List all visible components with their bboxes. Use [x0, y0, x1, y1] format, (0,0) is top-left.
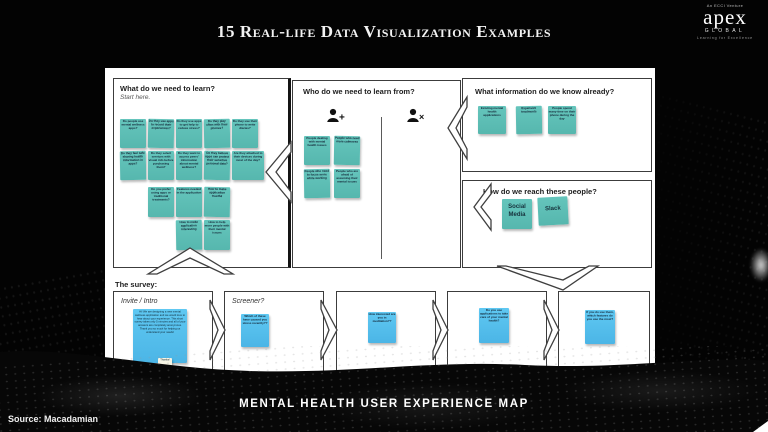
sticky-note: Are they attached to their devices durin…	[232, 151, 264, 180]
section-title: Who do we need to learn from?	[303, 87, 415, 96]
sticky-note: How interested are you in meditation??	[368, 312, 396, 343]
wave-sheen	[0, 346, 768, 432]
sticky-note: Do they use apps to record their experie…	[147, 118, 175, 149]
sticky-note: Do they use apps to get help to reduce s…	[176, 119, 202, 148]
sticky-note: Expensive treatments	[515, 105, 543, 135]
logo-tagline: Learning for Excellence	[697, 35, 753, 40]
survey-step-3: How interested are you in meditation??	[336, 291, 436, 373]
step-label: Screener?	[232, 298, 265, 305]
sticky-note: How to make application interesting	[175, 219, 203, 251]
sticky-note: Do they use their phone to write diaries…	[232, 119, 258, 148]
sticky-note: People dealing with mental health issues	[304, 136, 330, 165]
foreground-wave	[0, 346, 768, 432]
survey-step-screener: Screener? Which of these have caused you…	[224, 291, 324, 373]
logo-wordmark: apex	[703, 5, 747, 29]
person-remove-icon: ×	[407, 108, 424, 122]
section-what-learn: What do we need to learn? Start here. Do…	[113, 78, 291, 268]
experience-map: What do we need to learn? Start here. Do…	[105, 68, 655, 373]
sticky-note: Existing mental health applications	[478, 106, 506, 134]
section-reach-people: How do we reach these people? Social Med…	[462, 180, 652, 268]
sticky-note: Do they feel safe sharing health informa…	[119, 150, 147, 181]
person-add-icon: +	[327, 108, 345, 124]
sticky-note: Social Media	[502, 199, 532, 229]
sticky-note: Do you use applications to take care of …	[479, 308, 509, 343]
sticky-note: Which of these have caused you stress re…	[241, 314, 269, 347]
section-who-learn-from: Who do we need to learn from? + × People…	[292, 80, 461, 268]
svg-text:×: ×	[419, 112, 424, 122]
start-here-label: Start here.	[120, 94, 151, 101]
wave-shape	[0, 350, 768, 432]
sticky-note: People who need to focus more while work…	[303, 168, 331, 199]
logo-pre-text: An ECCI Venture	[706, 3, 744, 8]
svg-text:+: +	[339, 113, 345, 124]
sticky-note: Do you prefer using apps or traditional …	[148, 187, 174, 217]
sticky-note: How to make application trustful	[203, 186, 231, 218]
slide-caption: MENTAL HEALTH USER EXPERIENCE MAP	[239, 398, 529, 410]
sticky-note: Do they want to access peers' informatio…	[176, 151, 202, 180]
sticky-note: Slack	[537, 196, 569, 226]
sticky-note: How to help more people with their menta…	[204, 220, 230, 250]
sticky-note: Thanks!	[158, 358, 172, 368]
apex-global-logo: An ECCI Venture apex GLOBAL Learning for…	[690, 3, 760, 40]
logo-subtitle: GLOBAL	[704, 28, 746, 34]
sticky-note: Do they play often with their phones?	[203, 118, 231, 149]
section-title: What do we need to learn?	[120, 84, 216, 93]
sticky-note: People who need more calmness	[333, 135, 361, 166]
sticky-note: Do they select services with visual info…	[148, 151, 174, 180]
edge-glow	[750, 248, 768, 282]
survey-step-4: Do you use applications to take care of …	[447, 291, 547, 373]
step-label: Invite / Intro	[121, 298, 158, 305]
survey-step-invite: Invite / Intro Hi! We are designing a ne…	[113, 291, 213, 373]
source-credit: Source: Macadamian	[8, 414, 99, 424]
section-know-already: What information do we know already? Exi…	[462, 78, 652, 172]
survey-label: The survey:	[115, 280, 158, 289]
arrow-down-icon	[496, 265, 601, 291]
sticky-note: Features needed in the application	[176, 187, 202, 217]
sticky-note: People who are afraid of assuming their …	[334, 169, 360, 198]
sticky-note: If you do use them, which features do yo…	[585, 310, 615, 344]
divider	[381, 117, 383, 259]
sticky-note: Do they believe apps can protect their s…	[203, 150, 231, 181]
section-title: How do we reach these people?	[483, 187, 597, 196]
sticky-note: People spend many time on their phone du…	[548, 106, 576, 134]
corner-accent	[753, 420, 768, 432]
section-title: What information do we know already?	[475, 87, 615, 96]
sticky-note: Do people use mental wellness apps?	[120, 119, 146, 148]
sticky-note: Hi! We are designing a new mental wellne…	[133, 309, 187, 363]
page-title: 15 Real-life Data Visualization Examples	[216, 22, 552, 41]
